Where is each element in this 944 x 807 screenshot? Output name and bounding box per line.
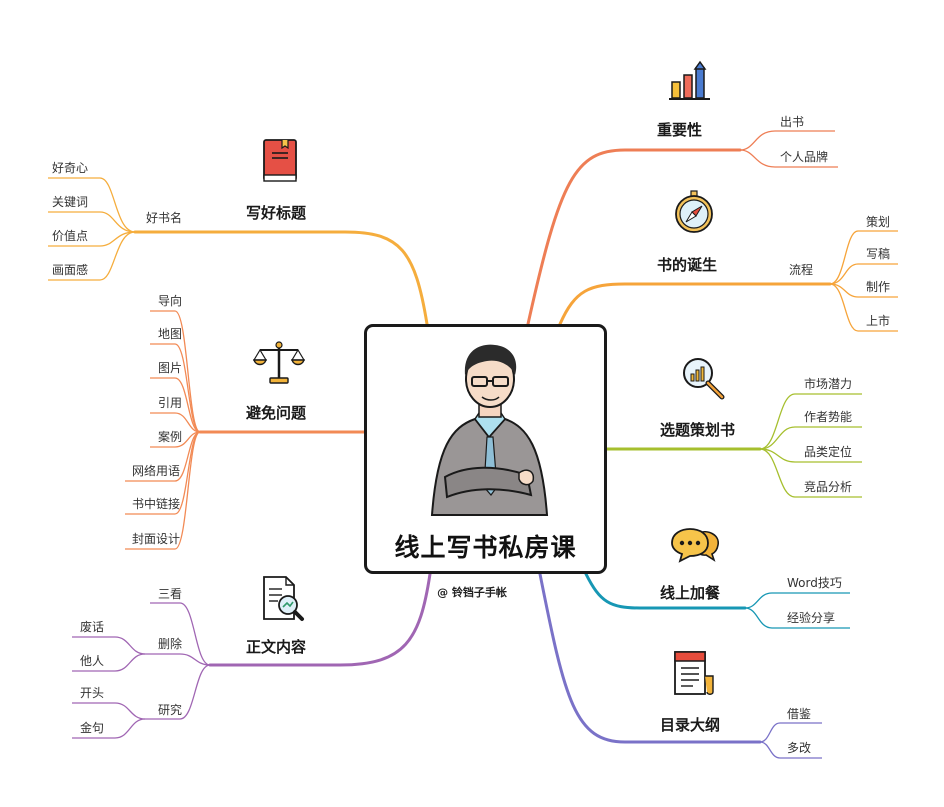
leaf-connectors-topic	[759, 393, 862, 498]
leaf-connectors-importance	[739, 130, 838, 168]
bar-chart-icon	[669, 60, 710, 100]
leaf-reference: 借鉴	[787, 707, 812, 721]
node-process: 流程	[789, 263, 814, 277]
author-portrait-illustration	[430, 344, 549, 516]
leaf-connectors-content	[72, 602, 211, 739]
leaf-draft: 写稿	[866, 247, 891, 261]
leaf-three-looks: 三看	[158, 587, 183, 601]
branch-connector-outline	[538, 572, 762, 744]
leaf-quotes: 引用	[158, 396, 183, 410]
leaf-word-tips: Word技巧	[787, 576, 842, 590]
leaf-value-point: 价值点	[52, 229, 89, 243]
branch-label-importance: 重要性	[657, 121, 703, 139]
scale-icon	[252, 341, 306, 384]
leaf-keywords: 关键词	[52, 195, 89, 209]
leaf-golden-sentence: 金句	[80, 721, 105, 735]
leaf-map: 地图	[158, 327, 183, 341]
book-icon	[263, 139, 297, 182]
document-list-icon	[674, 651, 714, 695]
leaf-launch: 上市	[866, 314, 891, 328]
central-topic-title: 线上写书私房课	[394, 533, 577, 562]
leaf-connectors-online	[744, 592, 850, 629]
central-topic-card: 线上写书私房课	[364, 324, 607, 574]
leaf-publish: 出书	[780, 115, 805, 129]
branch-connector-online	[584, 572, 747, 610]
leaf-personal-brand: 个人品牌	[780, 150, 829, 164]
leaf-cases: 案例	[158, 430, 183, 444]
leaf-others: 他人	[80, 654, 105, 668]
leaf-market-potential: 市场潜力	[804, 377, 853, 391]
branch-connector-birth	[558, 282, 832, 326]
leaf-orientation: 导向	[158, 294, 183, 308]
leaf-author-momentum: 作者势能	[804, 410, 853, 424]
branch-label-birth: 书的诞生	[657, 256, 718, 274]
leaf-plan: 策划	[866, 215, 891, 229]
compass-icon	[675, 190, 713, 233]
node-delete: 删除	[158, 637, 183, 651]
node-good-book-name: 好书名	[146, 211, 183, 225]
branch-label-title: 写好标题	[246, 204, 307, 222]
leaf-competitor-analysis: 竞品分析	[804, 480, 853, 494]
magnifier-chart-icon	[683, 358, 725, 400]
leaf-opening: 开头	[80, 686, 105, 700]
leaf-produce: 制作	[866, 280, 891, 294]
branch-connector-title	[133, 230, 429, 326]
branch-label-avoid: 避免问题	[246, 404, 307, 422]
leaf-pictures: 图片	[158, 361, 183, 375]
leaf-nonsense: 废话	[80, 620, 105, 634]
author-credit: @ 铃铛子手帐	[437, 586, 507, 599]
leaf-connectors-title	[48, 177, 136, 281]
leaf-connectors-birth	[829, 230, 898, 332]
branch-label-content: 正文内容	[246, 638, 307, 656]
branch-connector-content	[208, 572, 432, 667]
leaf-curiosity: 好奇心	[52, 161, 89, 175]
branch-label-outline: 目录大纲	[660, 716, 721, 734]
leaf-category-position: 品类定位	[804, 445, 853, 459]
leaf-imagery: 画面感	[52, 263, 89, 277]
branch-label-topic: 选题策划书	[660, 421, 736, 439]
branch-label-online: 线上加餐	[660, 584, 721, 602]
node-research: 研究	[158, 703, 183, 717]
leaf-connectors-outline	[759, 722, 822, 759]
chat-bubbles-icon	[671, 528, 719, 563]
leaf-connectors-avoid	[125, 310, 201, 550]
leaf-in-book-links: 书中链接	[132, 497, 181, 511]
leaf-internet-slang: 网络用语	[132, 464, 181, 478]
branch-connector-importance	[526, 148, 742, 326]
leaf-experience-sharing: 经验分享	[787, 611, 836, 625]
leaf-cover-design: 封面设计	[132, 532, 181, 546]
leaf-revise-more: 多改	[787, 741, 812, 755]
document-search-icon	[263, 576, 304, 621]
